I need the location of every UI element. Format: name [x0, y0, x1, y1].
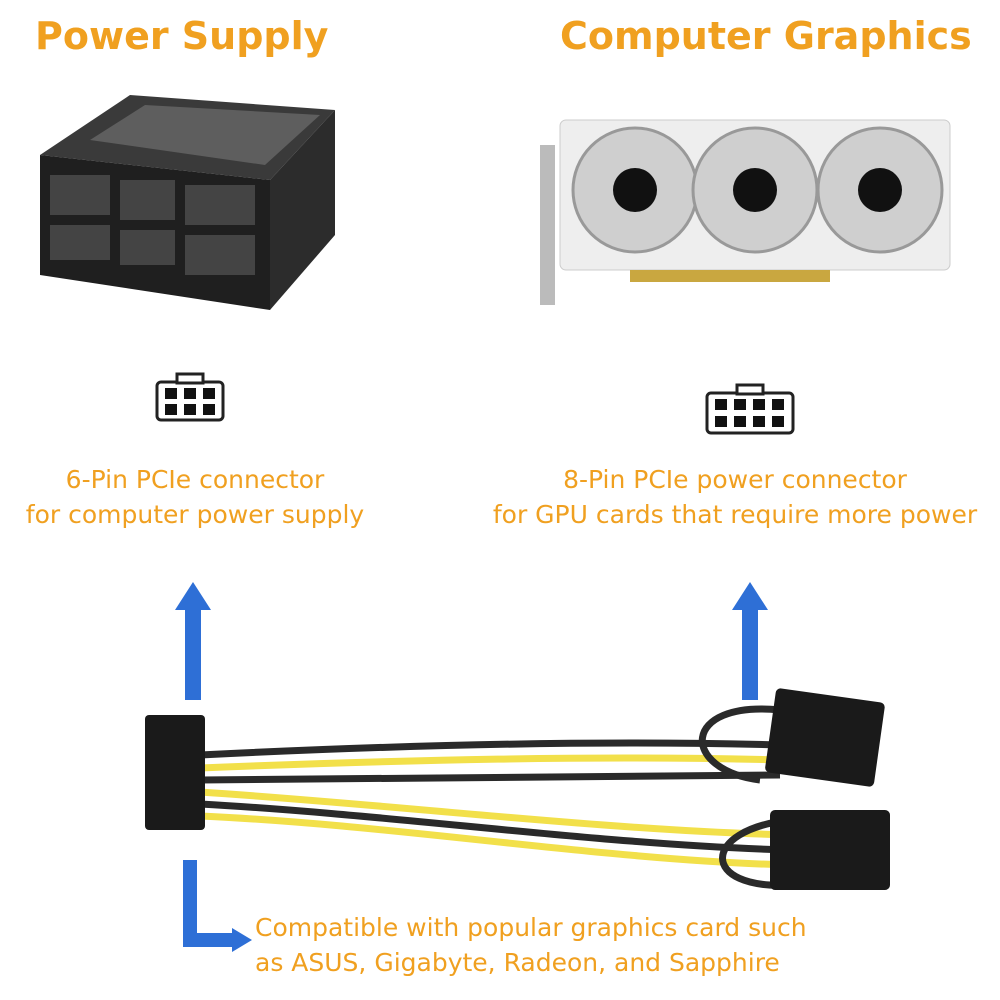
compatibility-text: Compatible with popular graphics card su… — [255, 910, 807, 980]
graphics-card-image — [540, 119, 951, 305]
cable-image — [145, 582, 890, 952]
power-supply-title: Power Supply — [35, 14, 329, 58]
eight-pin-caption-line2: for GPU cards that require more power — [492, 500, 978, 529]
six-pin-caption-line2: for computer power supply — [25, 500, 365, 529]
eight-pin-caption: 8-Pin PCIe power connector for GPU cards… — [465, 462, 1000, 532]
corner-arrow-icon — [183, 860, 235, 947]
power-supply-image — [40, 95, 335, 310]
six-pin-caption-line1: 6-Pin PCIe connector — [65, 465, 325, 494]
up-arrow-right-icon — [732, 582, 768, 700]
compatibility-line2: as ASUS, Gigabyte, Radeon, and Sapphire — [255, 948, 780, 977]
eight-pin-caption-line1: 8-Pin PCIe power connector — [563, 465, 907, 494]
compatibility-line1: Compatible with popular graphics card su… — [255, 913, 807, 942]
six-pin-caption: 6-Pin PCIe connector for computer power … — [0, 462, 390, 532]
eight-pin-connector-icon — [705, 383, 795, 435]
six-pin-connector-icon — [155, 372, 225, 422]
up-arrow-left-icon — [175, 582, 211, 700]
computer-graphics-title: Computer Graphics — [560, 14, 972, 58]
